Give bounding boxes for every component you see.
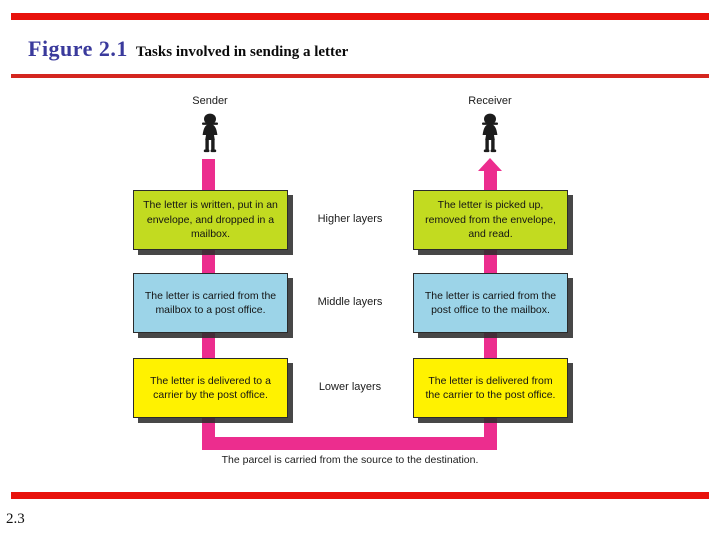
- figure-title: Tasks involved in sending a letter: [135, 44, 349, 60]
- receiver-pipe-top: [484, 170, 497, 191]
- box-lower-right[interactable]: The letter is delivered from the carrier…: [413, 358, 568, 418]
- box-lower-left[interactable]: The letter is delivered to a carrier by …: [133, 358, 288, 418]
- sender-person-icon: [202, 113, 218, 153]
- sender-pipe-top: [202, 159, 215, 191]
- transmission-caption: The parcel is carried from the source to…: [221, 454, 479, 466]
- receiver-arrowhead-icon: [478, 158, 502, 171]
- slide-number: 2.3: [6, 511, 25, 527]
- receiver-pipe-seg-1: [484, 249, 497, 273]
- layer-label-higher: Higher layers: [317, 213, 383, 225]
- receiver-pipe-seg-2: [484, 333, 497, 358]
- bottom-red-rule: [11, 492, 709, 499]
- top-red-rule: [11, 13, 709, 20]
- transmission-pipe-bottom: [202, 437, 497, 450]
- layer-label-middle: Middle layers: [317, 296, 383, 308]
- letter-sending-diagram: Sender Receiver: [0, 85, 720, 485]
- sender-pipe-seg-1: [202, 249, 215, 273]
- layer-label-lower: Lower layers: [318, 381, 382, 393]
- box-higher-left[interactable]: The letter is written, put in an envelop…: [133, 190, 288, 250]
- box-higher-right[interactable]: The letter is picked up, removed from th…: [413, 190, 568, 250]
- receiver-person-icon: [482, 113, 498, 153]
- title-underline-rule: [11, 74, 709, 78]
- box-middle-right[interactable]: The letter is carried from the post offi…: [413, 273, 568, 333]
- page-title: Figure 2.1 Tasks involved in sending a le…: [28, 36, 348, 62]
- figure-number: Figure 2.1: [28, 36, 128, 61]
- sender-pipe-seg-2: [202, 333, 215, 358]
- receiver-label: Receiver: [468, 95, 512, 107]
- sender-label: Sender: [192, 95, 228, 107]
- box-middle-left[interactable]: The letter is carried from the mailbox t…: [133, 273, 288, 333]
